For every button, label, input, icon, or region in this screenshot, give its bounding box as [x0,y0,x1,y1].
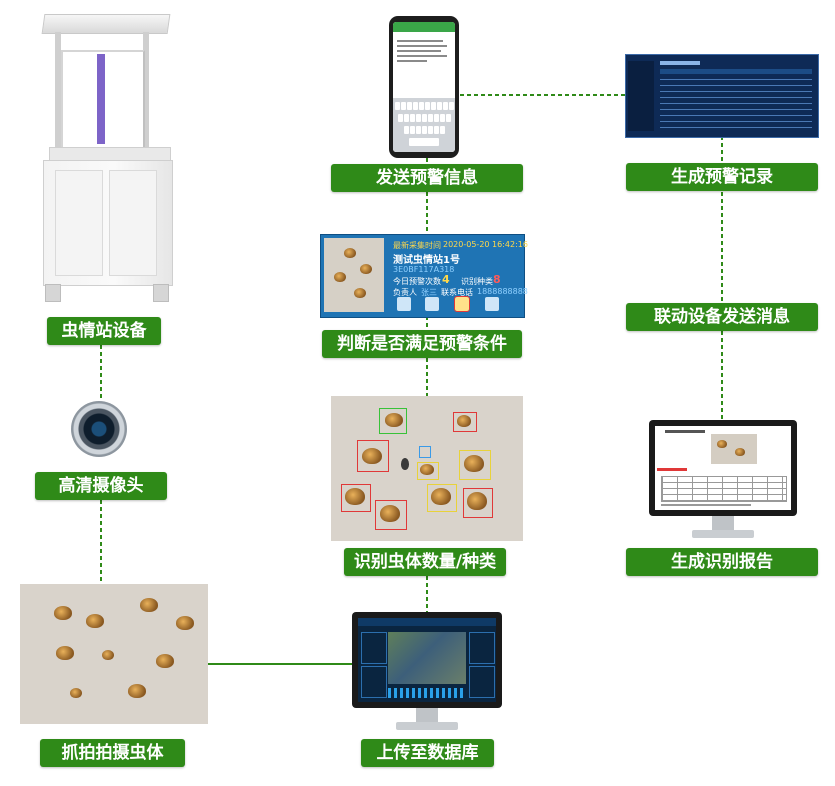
node-linked-device-message: 联动设备发送消息 [626,303,818,331]
card-station-name: 测试虫情站1号 [393,255,460,266]
card-phone-label: 联系电话 [441,288,473,297]
node-upload-database: 上传至数据库 [361,739,494,767]
card-species-value: 8 [493,273,501,286]
card-species-label: 识别种类 [461,277,493,286]
node-generate-warning-record: 生成预警记录 [626,163,818,191]
card-phone-value: 1888888888 [477,287,528,296]
database-monitor-image [352,612,502,734]
card-latest-time-value: 2020-05-20 16:42:16 [443,240,528,249]
alarm-icon [454,296,470,312]
warning-records-screen [625,54,819,138]
node-station-device: 虫情站设备 [47,317,161,345]
node-hd-camera: 高清摄像头 [35,472,167,500]
node-capture-insects: 抓拍拍摄虫体 [40,739,185,767]
node-send-warning: 发送预警信息 [331,164,523,192]
identification-photo [331,396,523,541]
card-device-id: 3E0BF117A318 [393,265,455,274]
captured-insects-photo [20,584,208,724]
node-generate-report: 生成识别报告 [626,548,818,576]
card-today-warnings-label: 今日预警次数 [393,277,441,286]
list-icon [425,297,439,311]
phone-image [389,16,459,158]
warning-info-card: 最新采集时间 2020-05-20 16:42:16 测试虫情站1号 3E0BF… [320,234,528,318]
card-person-value: 张三 [421,288,437,297]
insect-station-image [35,14,185,314]
node-judge-condition: 判断是否满足预警条件 [322,330,522,358]
card-person-label: 负责人 [393,288,417,297]
card-today-warnings-value: 4 [442,273,450,286]
card-latest-time-label: 最新采集时间 [393,241,441,250]
trash-icon [485,297,499,311]
document-icon [397,297,411,311]
node-identify-insects: 识别虫体数量/种类 [344,548,506,576]
report-monitor-image [649,420,797,542]
card-thumbnail [324,238,384,312]
camera-icon [71,401,127,457]
